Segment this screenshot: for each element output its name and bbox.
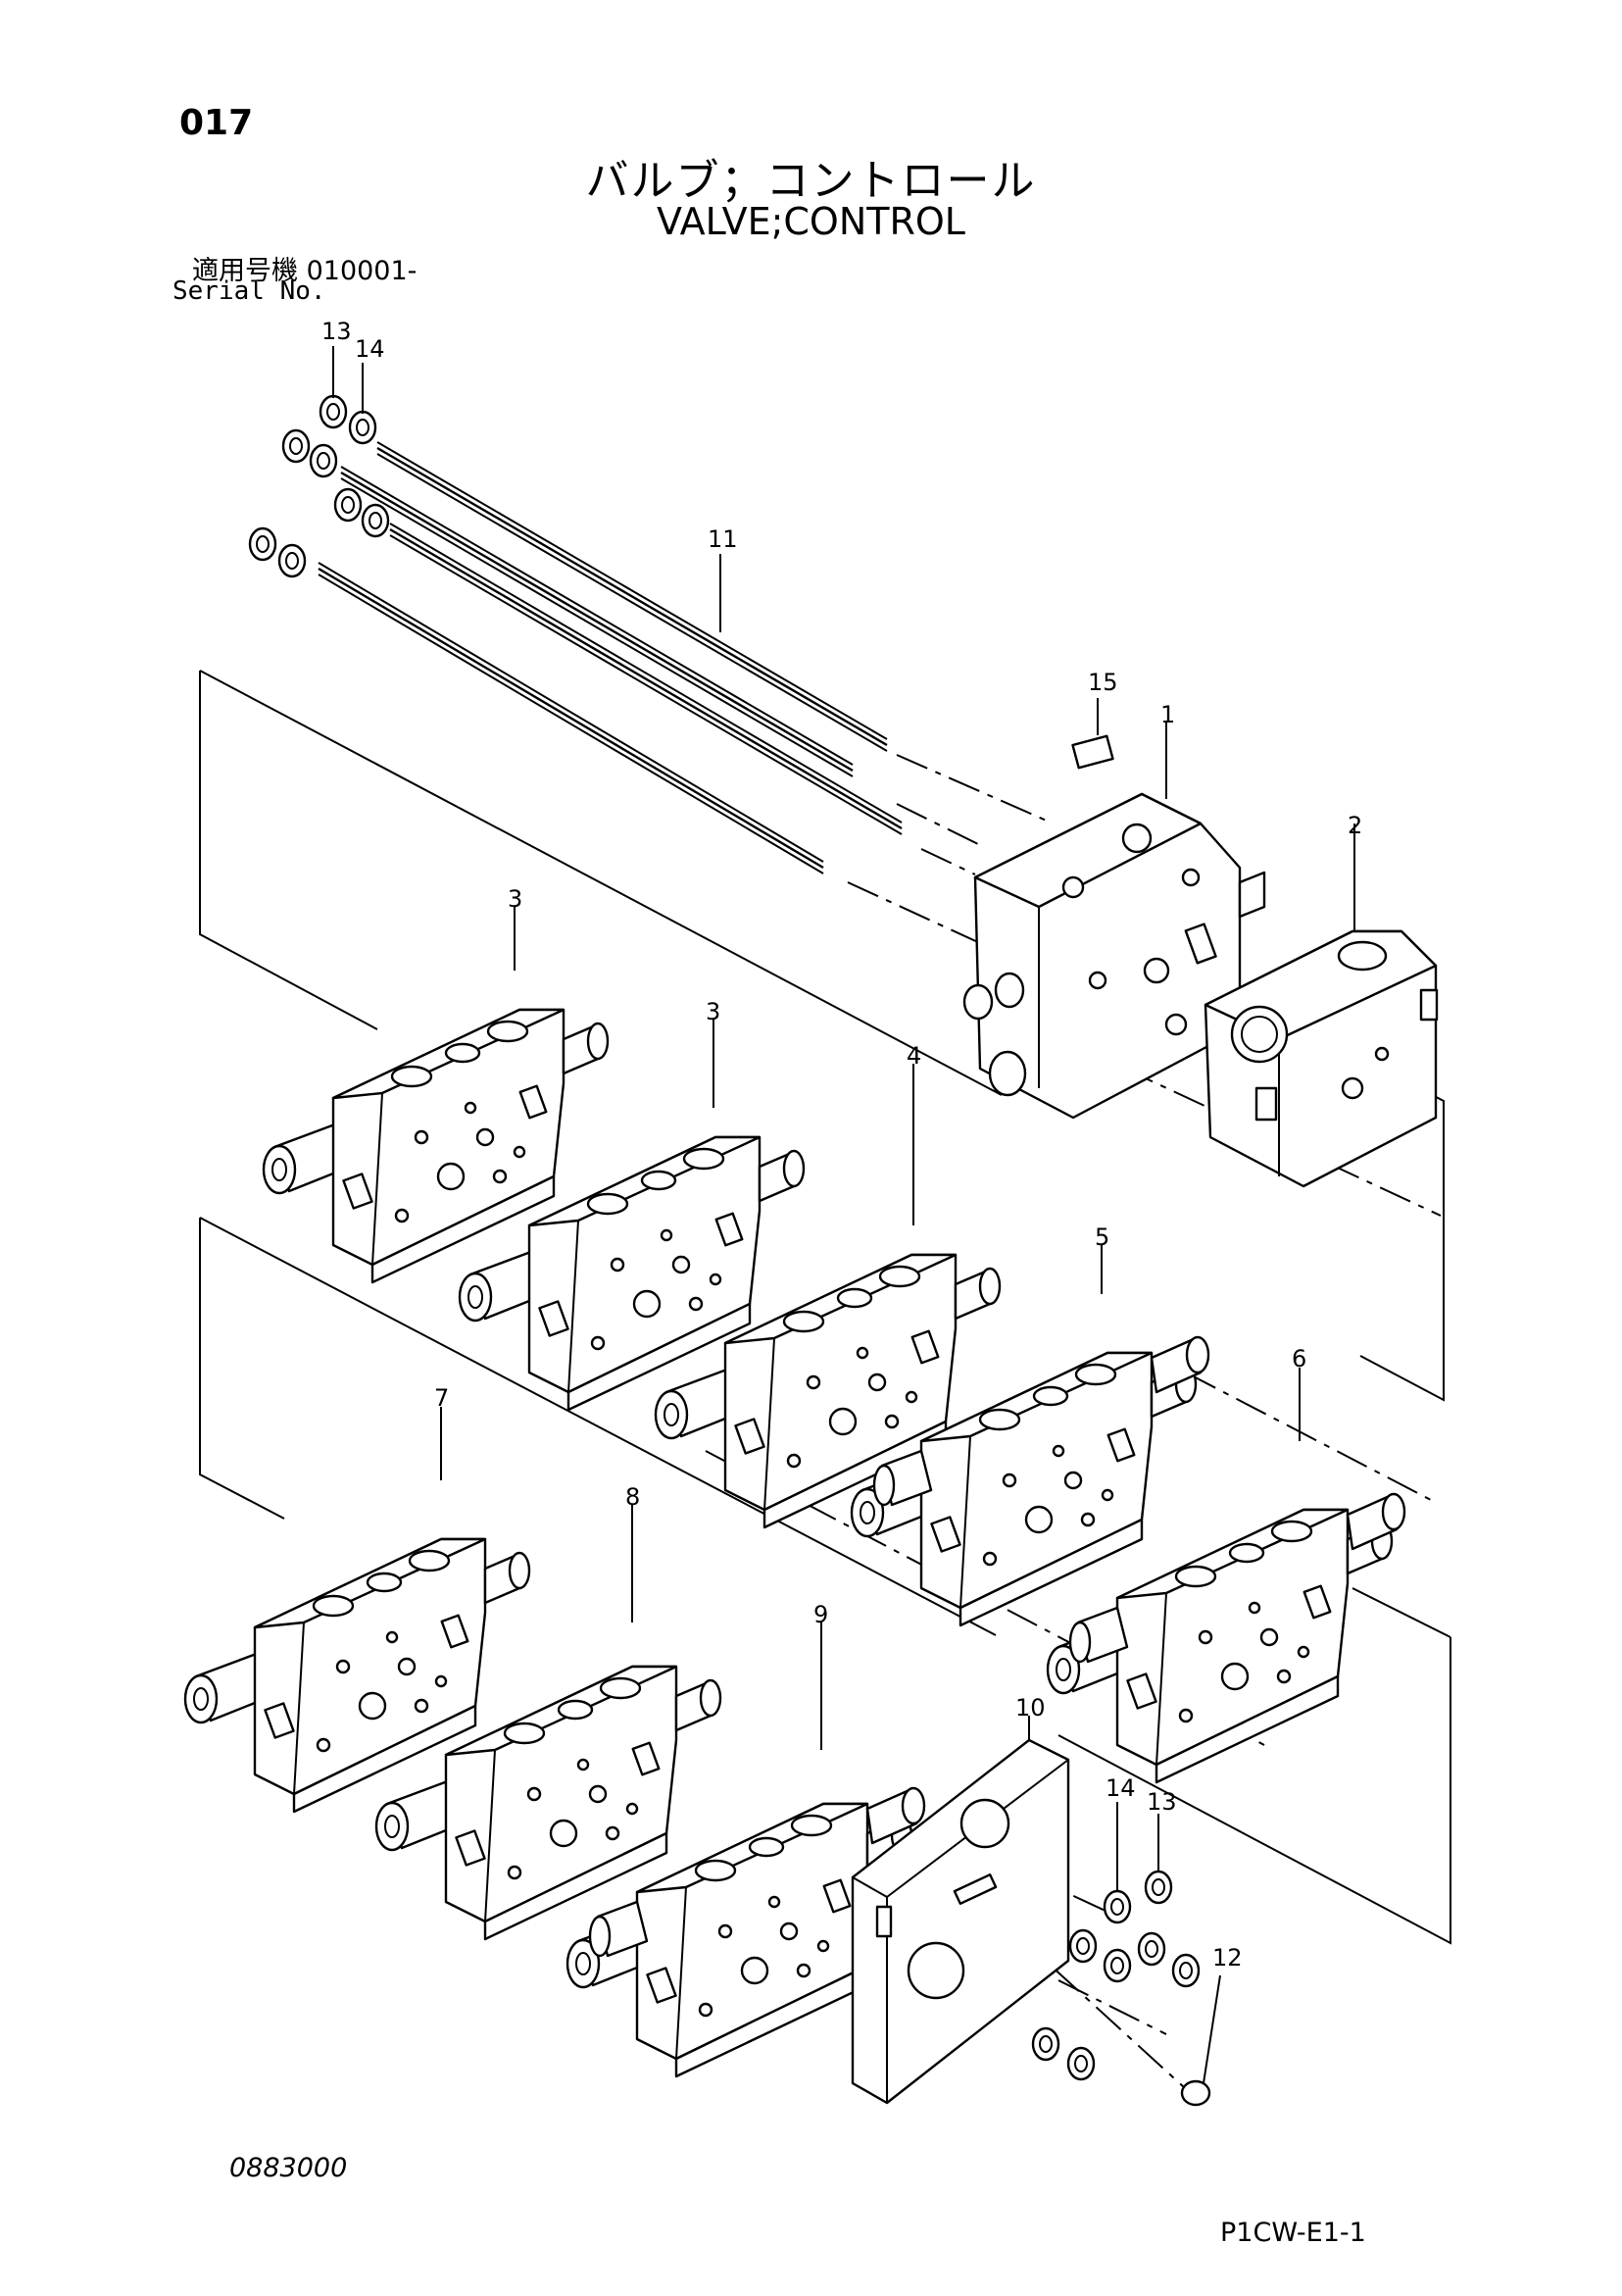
- callout-7: 7: [434, 1384, 449, 1412]
- callout-2: 2: [1348, 812, 1362, 839]
- callout-6: 6: [1292, 1345, 1306, 1373]
- tie-rods: [248, 394, 1114, 874]
- page-number: 017: [179, 103, 254, 143]
- callout-9: 9: [813, 1601, 828, 1628]
- drawing-number: 0883000: [229, 2153, 348, 2183]
- diagram-title-jp: バルブ；コントロール: [585, 156, 1037, 206]
- serial-label-jp: 適用号機 010001-: [192, 256, 418, 286]
- callout-8: 8: [625, 1483, 640, 1511]
- callout-leaders: [332, 346, 1355, 2084]
- callout-numbers: 13 14 11 15 1 2 3 3 4 5 6 7 8 9 10 14 13…: [321, 318, 1362, 1972]
- callout-11: 11: [708, 525, 738, 553]
- callout-14-bottom: 14: [1106, 1774, 1136, 1802]
- callout-14-top: 14: [355, 335, 385, 363]
- callout-13-top: 13: [321, 318, 352, 345]
- callout-4: 4: [907, 1042, 921, 1070]
- callout-12: 12: [1212, 1944, 1243, 1972]
- page-code: P1CW-E1-1: [1220, 2218, 1366, 2248]
- callout-3b: 3: [706, 998, 720, 1025]
- callout-13-bottom: 13: [1147, 1788, 1177, 1816]
- callout-5: 5: [1095, 1223, 1109, 1251]
- callout-3a: 3: [508, 885, 522, 913]
- callout-10: 10: [1015, 1694, 1046, 1722]
- diagram-title-en: VALVE;CONTROL: [657, 200, 965, 243]
- callout-1: 1: [1160, 701, 1175, 728]
- callout-15: 15: [1088, 669, 1118, 696]
- serial-label-en: Serial No.: [172, 276, 326, 306]
- inlet-section-part-1: [962, 792, 1266, 1120]
- assembly-outline-lines: [199, 670, 1451, 2099]
- outlet-section-part-2: [1204, 929, 1439, 1188]
